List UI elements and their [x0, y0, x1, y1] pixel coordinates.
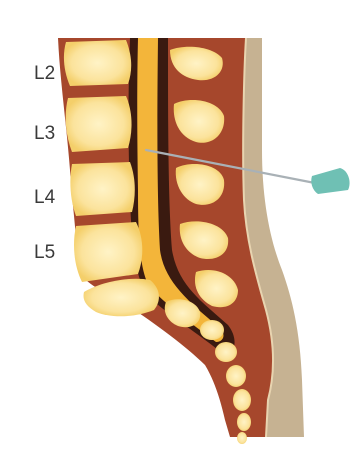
sacral-segment-5	[233, 389, 251, 411]
sacral-segment-3	[215, 342, 237, 362]
vertebral-body-l4	[70, 162, 134, 216]
sacral-segment-2	[200, 320, 224, 340]
coccyx-tip	[237, 432, 247, 444]
label-l2: L2	[34, 63, 55, 84]
coccyx-segment-1	[237, 413, 251, 431]
needle-hub	[311, 168, 349, 194]
label-l3: L3	[34, 123, 55, 144]
vertebral-body-l5	[74, 222, 142, 282]
label-l4: L4	[34, 187, 56, 208]
vertebral-body-l2	[64, 40, 131, 86]
vertebral-body-l3	[66, 96, 132, 152]
sacral-segment-4	[226, 365, 246, 387]
label-l5: L5	[34, 242, 55, 263]
